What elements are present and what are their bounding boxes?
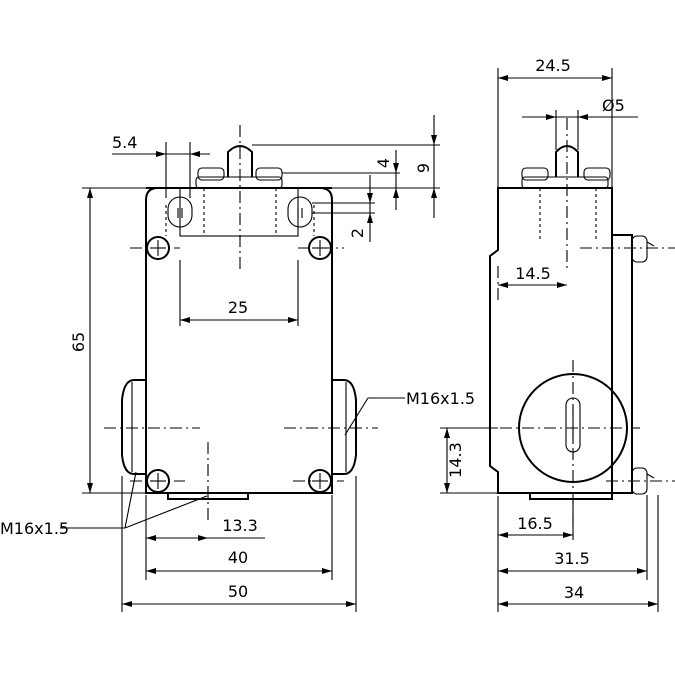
dim-4-label: 4: [374, 158, 393, 168]
dim-50-label: 50: [228, 582, 248, 601]
dim-5-4-label: 5.4: [112, 133, 137, 152]
dim-16-5-label: 16.5: [517, 514, 553, 533]
side-flange: [611, 234, 633, 494]
side-view: [489, 118, 675, 528]
dim-25-label: 25: [228, 298, 248, 317]
gland-right: [332, 379, 357, 475]
dim-dia5-label: Ø5: [602, 96, 625, 115]
dim-40-label: 40: [228, 548, 248, 567]
side-dimension-lines: [444, 75, 658, 607]
slot-right: [287, 196, 313, 228]
dim-2-label: 2: [348, 228, 367, 238]
dim-14-5-label: 14.5: [515, 264, 551, 283]
thread-right-label: M16x1.5: [406, 389, 475, 408]
side-housing: [489, 187, 613, 494]
dim-31-5-label: 31.5: [554, 549, 590, 568]
dim-9-label: 9: [414, 163, 433, 173]
dim-65-label: 65: [69, 332, 88, 352]
slot-left: [167, 196, 193, 228]
front-view: [104, 125, 378, 520]
front-extension-lines: [82, 142, 440, 612]
side-extension-lines: [440, 68, 659, 612]
front-housing: [145, 187, 333, 494]
dim-14-3-label: 14.3: [446, 442, 465, 478]
dim-13-3-label: 13.3: [222, 516, 258, 535]
dim-34-label: 34: [564, 583, 584, 602]
front-dimension-lines: [60, 115, 437, 607]
front-plunger: [227, 145, 253, 177]
gland-left: [121, 379, 146, 475]
thread-left-label: M16x1.5: [0, 519, 69, 538]
dim-24-5-label: 24.5: [535, 56, 571, 75]
